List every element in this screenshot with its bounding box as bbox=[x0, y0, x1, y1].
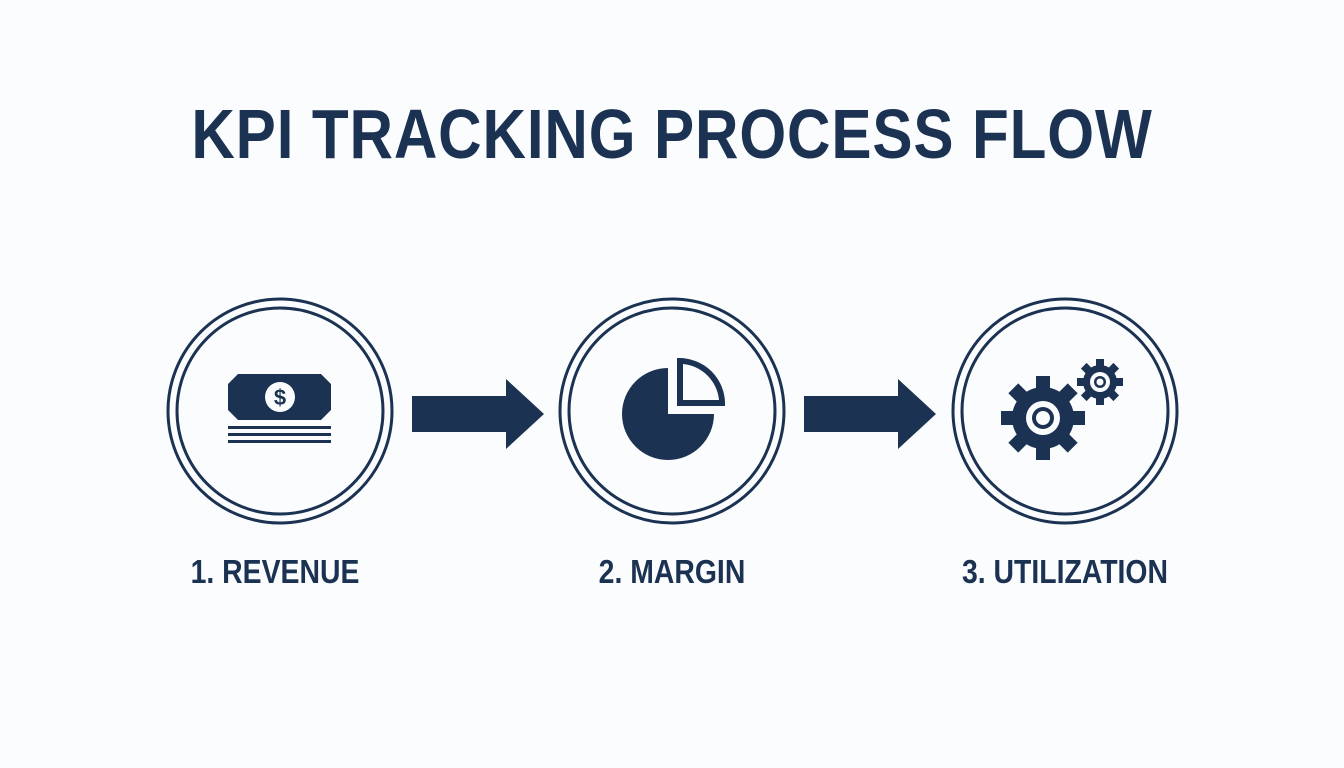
arrow-right-icon bbox=[804, 379, 936, 449]
arrow-right-icon bbox=[412, 379, 544, 449]
step-circle bbox=[951, 297, 1179, 525]
page-title: KPI TRACKING PROCESS FLOW bbox=[191, 95, 1153, 173]
step-circle: $ bbox=[166, 297, 394, 525]
pie-chart-icon bbox=[622, 357, 726, 460]
svg-text:$: $ bbox=[274, 385, 286, 410]
step-label-revenue: 1. REVENUE bbox=[190, 553, 360, 590]
gears-icon bbox=[1001, 359, 1123, 460]
step-margin bbox=[557, 296, 787, 526]
step-label-margin: 2. MARGIN bbox=[598, 553, 746, 590]
money-icon: $ bbox=[228, 374, 331, 443]
step-circle bbox=[558, 297, 786, 525]
step-utilization bbox=[950, 296, 1180, 526]
step-revenue: $ bbox=[165, 296, 395, 526]
step-label-utilization: 3. UTILIZATION bbox=[961, 553, 1168, 590]
